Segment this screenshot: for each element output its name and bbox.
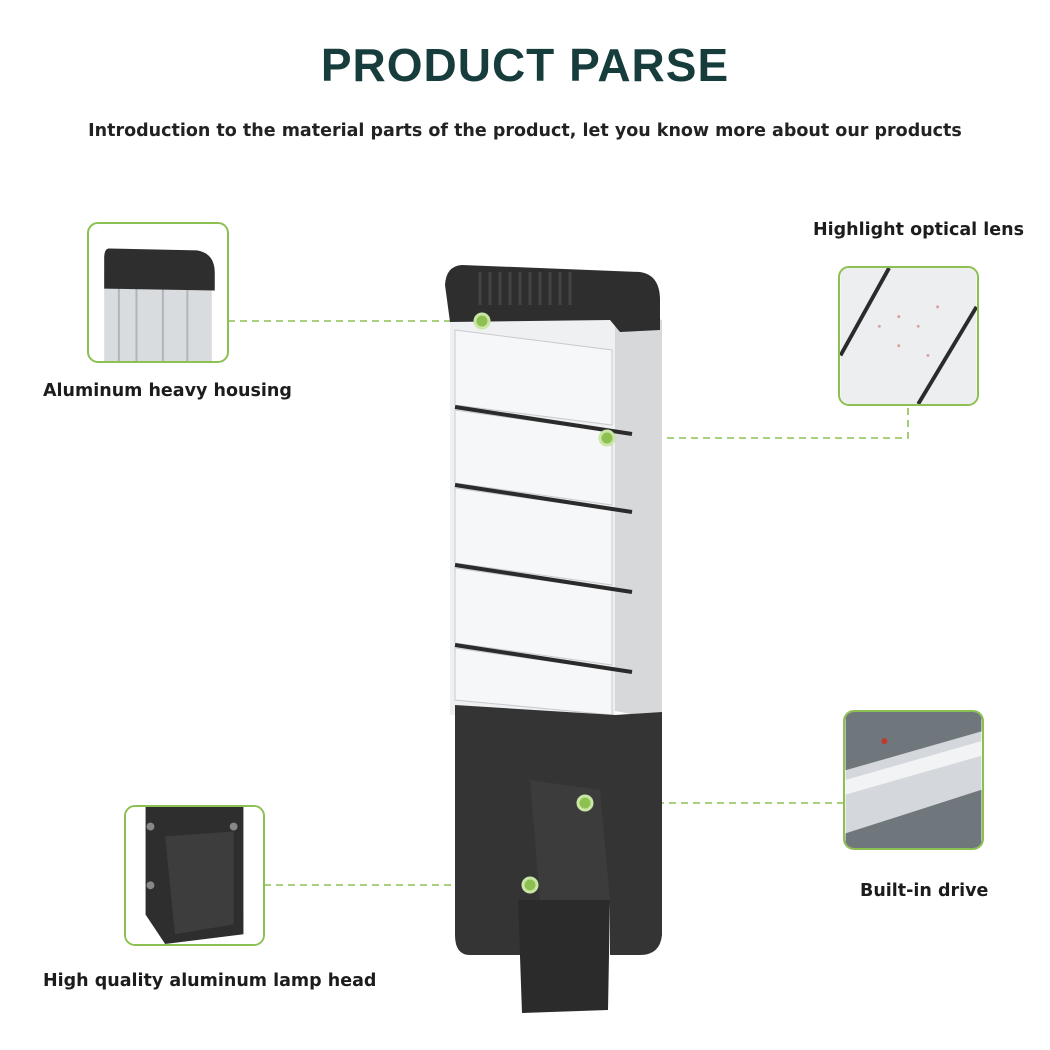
hotspot-dots (473, 312, 616, 894)
housing-detail-image (87, 222, 229, 363)
optical-lens-detail-image (838, 266, 979, 406)
lamp-head-detail-image (124, 805, 265, 946)
label-lamp-head: High quality aluminum lamp head (43, 971, 377, 991)
page-title: PRODUCT PARSE (320, 39, 730, 91)
hotspot-head (521, 876, 539, 894)
page-subtitle: Introduction to the material parts of th… (88, 121, 962, 141)
module-brackets (454, 405, 633, 674)
built-in-drive-detail-image (843, 710, 984, 850)
label-aluminum-housing: Aluminum heavy housing (43, 381, 292, 401)
hotspot-housing (473, 312, 491, 330)
hotspot-lens (598, 429, 616, 447)
heat-sink-fins (478, 272, 572, 305)
connector-lens (607, 405, 909, 439)
label-optical-lens: Highlight optical lens (813, 220, 1024, 240)
label-built-in-drive: Built-in drive (860, 881, 989, 901)
hotspot-drive (576, 794, 594, 812)
lamp-head-mount (518, 900, 610, 1013)
